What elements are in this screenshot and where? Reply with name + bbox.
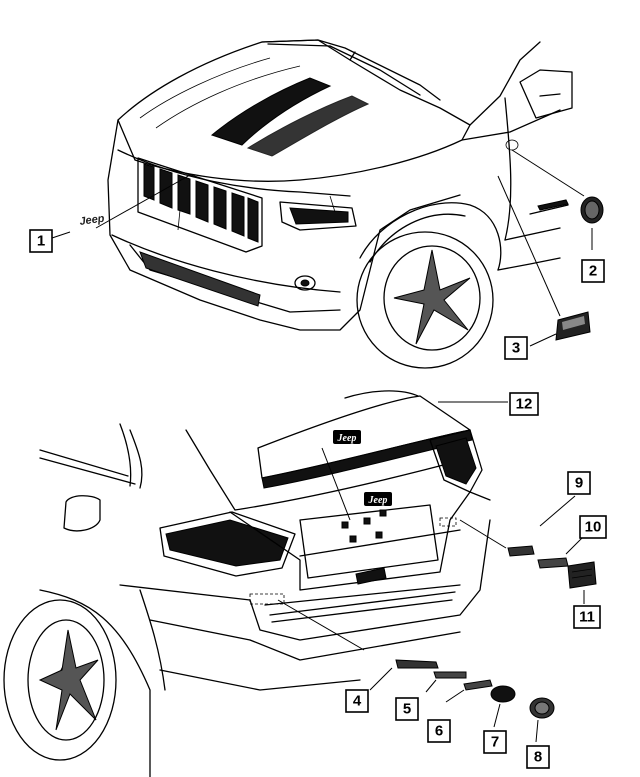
- svg-text:11: 11: [579, 609, 595, 626]
- front-vehicle-illustration: [107, 39, 573, 369]
- part-fender-tag: [555, 311, 591, 341]
- leader-7: [493, 703, 501, 728]
- rear-jeep-emblem-lower: Jeep: [364, 492, 392, 506]
- part-9-badge: [507, 545, 535, 557]
- svg-text:10: 10: [585, 519, 602, 536]
- callout-5: 5: [395, 697, 419, 721]
- leader-9: [539, 495, 576, 527]
- part-front-jeep-emblem: Jeep: [79, 213, 106, 228]
- callout-1: 1: [29, 229, 53, 253]
- svg-text:9: 9: [575, 475, 583, 492]
- rear-jeep-emblem-lower-text: Jeep: [368, 495, 388, 506]
- svg-text:5: 5: [403, 701, 411, 718]
- svg-text:7: 7: [491, 734, 499, 751]
- part-round-badge: [580, 196, 604, 224]
- rear-vehicle-illustration: [3, 390, 491, 777]
- callout-8: 8: [526, 745, 550, 769]
- leader-9b: [459, 519, 507, 549]
- svg-text:4: 4: [353, 693, 362, 710]
- leader-5: [425, 679, 437, 693]
- leader-8: [535, 719, 539, 743]
- leader-3: [529, 333, 557, 347]
- front-jeep-emblem-text: Jeep: [79, 213, 106, 228]
- callout-12: 12: [509, 392, 539, 416]
- part-6-badge: [463, 679, 493, 691]
- leader-6: [445, 689, 465, 703]
- part-5-badge: [433, 671, 467, 679]
- svg-text:8: 8: [534, 749, 542, 766]
- rear-jeep-emblem-upper-text: Jeep: [337, 433, 357, 444]
- front-wheel: [356, 231, 494, 369]
- callout-4: 4: [345, 689, 369, 713]
- svg-text:3: 3: [512, 340, 520, 357]
- callout-2: 2: [581, 259, 605, 283]
- svg-text:1: 1: [37, 233, 45, 250]
- leader-12b: [321, 447, 351, 521]
- part-8-round-badge: [529, 697, 555, 719]
- svg-text:6: 6: [435, 723, 443, 740]
- callout-3: 3: [504, 336, 528, 360]
- callout-7: 7: [483, 730, 507, 754]
- rear-jeep-emblem-upper: Jeep: [333, 430, 361, 444]
- part-10-badge: [537, 557, 569, 569]
- leader-2b: [511, 149, 585, 197]
- svg-text:2: 2: [589, 263, 597, 280]
- part-7-oval-badge: [490, 685, 516, 703]
- part-rear-spoiler: [257, 390, 473, 489]
- svg-text:12: 12: [516, 396, 533, 413]
- callout-6: 6: [427, 719, 451, 743]
- callout-11: 11: [573, 605, 601, 629]
- callout-9: 9: [567, 471, 591, 495]
- leader-1: [51, 174, 191, 239]
- part-11-plate: [567, 561, 597, 589]
- callout-10: 10: [579, 515, 607, 539]
- leader-4: [277, 599, 393, 691]
- leader-10: [565, 535, 585, 555]
- rear-wheel: [3, 589, 151, 777]
- part-4-badge: [395, 659, 439, 669]
- front-grille: [137, 157, 263, 253]
- lower-grille: [139, 251, 261, 307]
- leader-3b: [497, 175, 561, 317]
